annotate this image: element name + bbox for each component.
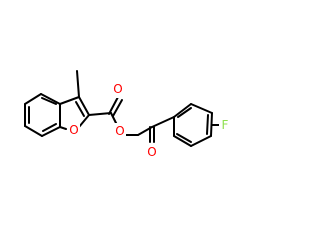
bond-c6-c7	[41, 126, 61, 137]
bond-c5-c6	[24, 125, 43, 137]
bond-ar-c5-c6	[173, 135, 192, 147]
bond-ar-c1-c2	[173, 103, 192, 118]
bond-c3-c2	[78, 96, 90, 116]
bond-c3a-c3	[59, 96, 80, 105]
bond-methyl	[76, 70, 80, 98]
fluorine-label: F	[222, 118, 229, 132]
bond-ar-inner-a	[177, 107, 192, 118]
atom-labels: O O O O F	[68, 82, 231, 160]
bond-ar-inner-b	[206, 114, 209, 135]
ester-group	[88, 96, 139, 136]
ketone-group	[137, 116, 175, 143]
bond-o1-c7a	[59, 126, 67, 130]
ester-oxygen-label: O	[115, 124, 124, 138]
fluorophenyl-ring	[173, 103, 222, 147]
bond-c2-carbonyl	[88, 112, 112, 116]
bond-ar-c4-c5	[190, 135, 212, 147]
bond-ar-c2-c3	[190, 103, 213, 114]
ketone-oxygen-label: O	[147, 145, 156, 159]
bond-inner-c6-c7	[42, 123, 57, 132]
ester-carbonyl-oxygen-label: O	[113, 82, 122, 96]
chemical-structure-diagram: O O O O F	[24, 70, 231, 160]
bond-ketone-aryl	[151, 116, 175, 128]
bond-c2c3-double	[75, 101, 85, 117]
bond-inner-c7a-c3a	[41, 97, 57, 105]
bond-c3a-c4	[24, 93, 42, 105]
bond-ar-inner-c	[176, 133, 192, 143]
bond-c2-o1	[78, 114, 90, 128]
furan-ring	[59, 96, 90, 130]
bond-c7a-c3a	[40, 93, 61, 105]
bond-ester-co-double-a	[108, 96, 119, 115]
benzene-ring-fused	[24, 93, 61, 137]
bond-ester-co-double-b	[112, 99, 123, 117]
ring-oxygen-label: O	[69, 123, 78, 137]
